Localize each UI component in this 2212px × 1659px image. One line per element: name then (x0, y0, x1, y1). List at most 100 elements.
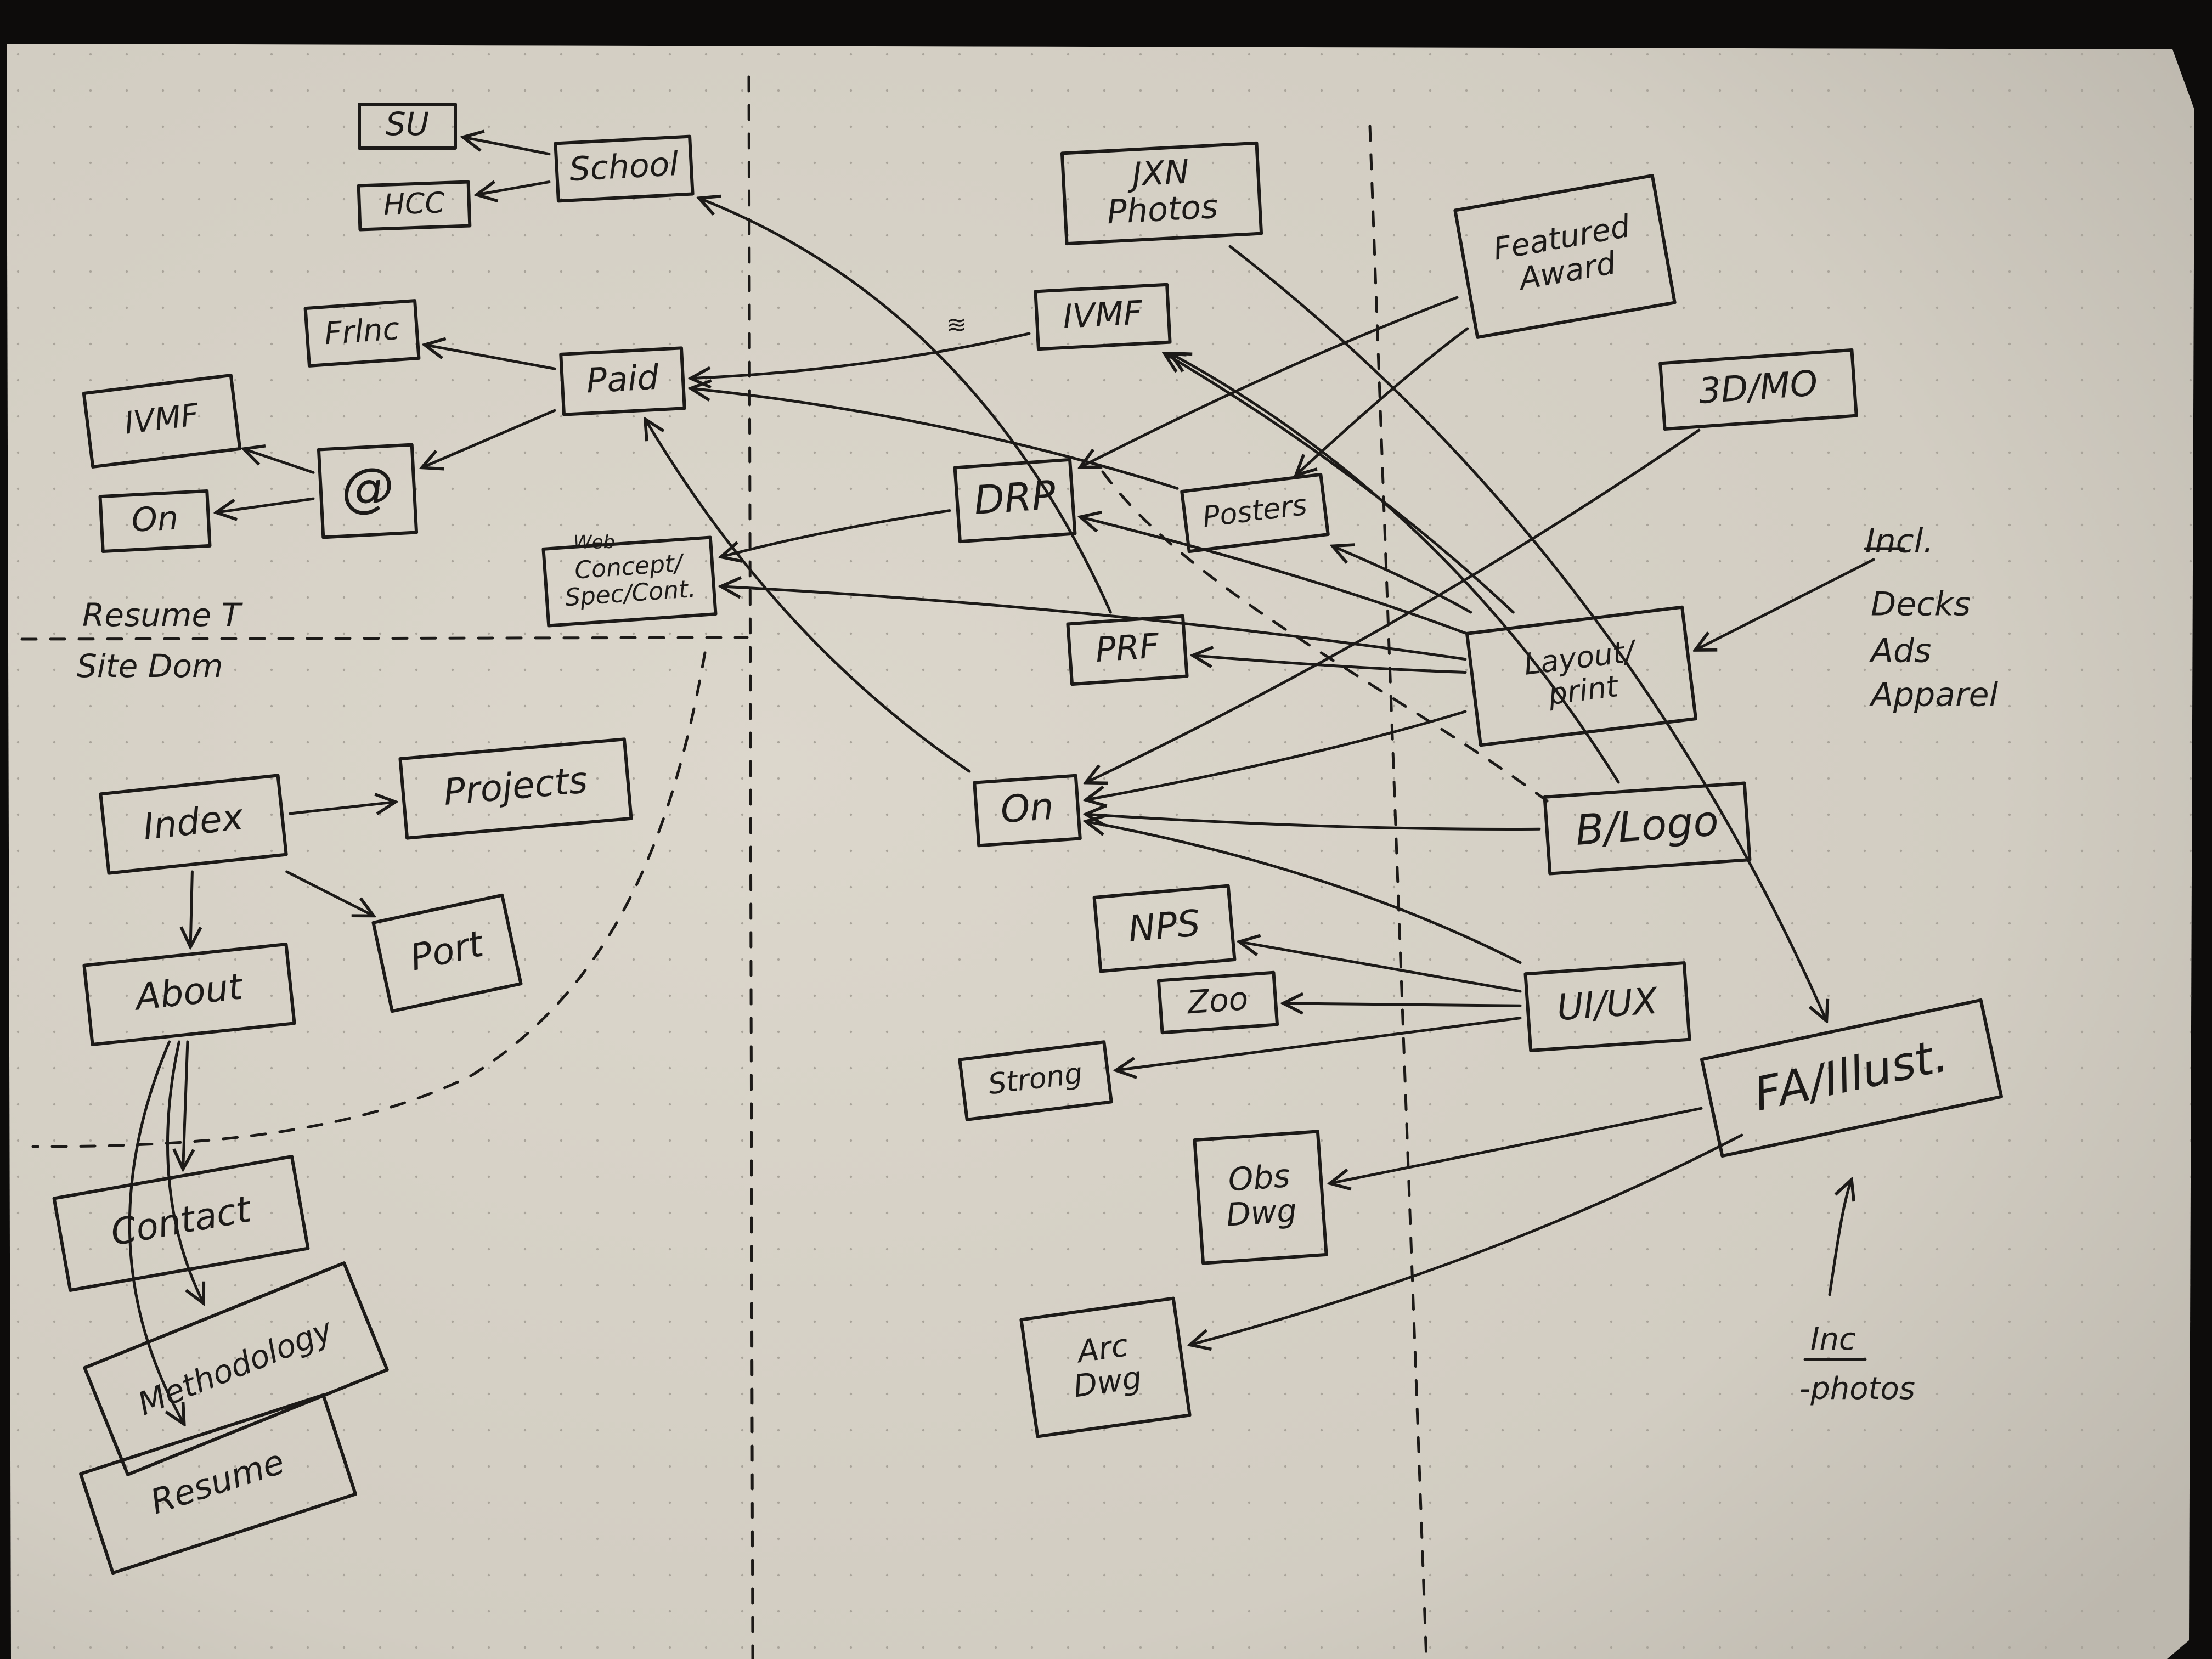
inc-item-photos: -photos (1799, 1371, 1915, 1407)
incl-item-ads: Ads (1869, 632, 1931, 670)
edges-layer (128, 137, 1826, 1424)
node-label: On (999, 785, 1055, 832)
edge-layout-to-prf (1193, 656, 1467, 674)
edge-fa-to-arc (1190, 1133, 1743, 1345)
node-box (79, 1393, 357, 1575)
edge-about-to-contact (183, 1040, 188, 1169)
node-label: SU (386, 105, 429, 143)
edge-featured-to-drp (1080, 296, 1459, 467)
node-label: Index (141, 795, 246, 848)
node-label: B/Logo (1574, 796, 1720, 855)
edge-at-to-ivmf-left (244, 449, 315, 474)
edge-index-to-projects (289, 802, 396, 814)
node-nps: NPS (1092, 884, 1237, 973)
edge-on-mid-to-paid (645, 419, 971, 773)
edge-fa-to-obs (1330, 1107, 1703, 1183)
node-hcc: HCC (357, 180, 472, 232)
edge-uiux-to-strong (1116, 1017, 1522, 1070)
notes-layer: Resume T Site Dom Web Incl. Decks Ads Ap… (77, 311, 1999, 1407)
node-box (99, 774, 288, 875)
nodes-layer: SUHCCSchoolFrlncPaidIVMF@OnConcept/Spec/… (52, 103, 2004, 1575)
node-threed: 3D/MO (1658, 348, 1858, 431)
node-box (958, 1040, 1113, 1121)
node-blogo: B/Logo (1543, 781, 1752, 876)
node-on-left: On (98, 489, 212, 554)
node-on-mid: On (973, 774, 1082, 848)
node-box (1034, 283, 1172, 351)
incl-item-decks: Decks (1871, 585, 1971, 624)
strike-mark: ≋ (946, 311, 967, 339)
edge-layout-to-ivmf-right (1164, 353, 1515, 614)
node-box (1060, 141, 1263, 246)
node-box (541, 535, 718, 628)
edge-at-to-on-left (216, 497, 315, 512)
edge-drp-to-concept (721, 509, 951, 557)
node-box (1658, 348, 1858, 431)
edge-index-to-port (285, 870, 374, 916)
node-label: 3D/MO (1697, 363, 1819, 412)
edge-paid-to-frlnc (425, 345, 556, 370)
node-box (358, 103, 457, 150)
edge-school-to-su (463, 137, 551, 156)
edge-jxn-to-fa (1228, 245, 1826, 1021)
node-zoo: Zoo (1156, 970, 1279, 1035)
node-label: Dwg (1225, 1192, 1298, 1234)
node-label: Paid (585, 357, 660, 401)
incl-item-apparel: Apparel (1869, 676, 1999, 714)
node-label: UI/UX (1555, 980, 1660, 1029)
edge-layout-to-concept (721, 586, 1467, 661)
node-box (98, 489, 212, 554)
node-box (1066, 614, 1189, 686)
node-box (1543, 781, 1752, 876)
node-box (1019, 1296, 1192, 1438)
edge-about-to-resume (128, 1040, 184, 1424)
edge-threed-to-on-mid (1086, 428, 1701, 783)
resume-section-label: Resume T (82, 596, 244, 634)
node-label: NPS (1126, 902, 1201, 950)
node-box (1453, 174, 1677, 339)
node-box (1700, 998, 2004, 1158)
edge-ivmf-right-to-paid (691, 332, 1031, 379)
edge-blogo-to-on-mid (1086, 814, 1541, 831)
node-uiux: UI/UX (1523, 961, 1691, 1052)
node-drp: DRP (953, 458, 1077, 544)
edge-posters-to-paid (691, 388, 1179, 490)
node-box (1523, 961, 1691, 1052)
dot-grid (7, 44, 2194, 1659)
node-paid: Paid (559, 346, 686, 416)
node-label: IVMF (1062, 294, 1144, 336)
node-box (1156, 970, 1279, 1035)
edge-uiux-to-nps (1239, 942, 1522, 993)
edge-paid-to-at (422, 409, 556, 467)
edge-prf-to-school (699, 198, 1112, 614)
node-label: Frlnc (323, 311, 400, 352)
node-ivmf-left: IVMF (82, 374, 242, 469)
node-box (371, 893, 523, 1013)
node-box (973, 774, 1082, 848)
node-at: @ (317, 443, 419, 539)
inc-heading: Inc (1810, 1322, 1856, 1357)
node-label: Photos (1106, 188, 1219, 232)
node-box (83, 1261, 389, 1476)
node-su: SU (358, 103, 457, 150)
node-label: Zoo (1185, 980, 1249, 1022)
node-index: Index (99, 774, 288, 875)
node-label: @ (340, 455, 396, 520)
site-section-label: Site Dom (77, 647, 223, 685)
node-box (1193, 1130, 1328, 1265)
node-box (82, 374, 242, 469)
node-box (559, 346, 686, 416)
concept-prefix-label: Web (573, 532, 615, 554)
node-label: PRF (1094, 625, 1161, 670)
node-ivmf-right: IVMF (1034, 283, 1172, 351)
node-box (398, 737, 633, 840)
edge-school-to-hcc (477, 182, 551, 195)
node-label: Obs (1227, 1157, 1291, 1199)
edge-index-to-about (190, 870, 192, 947)
node-box (317, 443, 419, 539)
node-label: On (131, 499, 179, 539)
edge-layout-to-on-mid (1086, 710, 1467, 800)
